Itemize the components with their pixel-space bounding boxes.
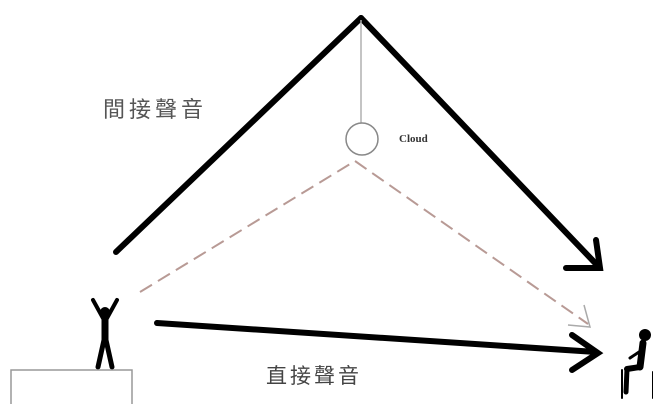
- direct-sound-arrow: [154, 320, 604, 373]
- direct-arrowhead: [569, 332, 604, 373]
- indirect-arrowhead: [563, 237, 604, 271]
- cloud-label: Cloud: [399, 133, 428, 145]
- cloud-reflection-path: [139, 160, 592, 328]
- listener-seated-icon: [621, 329, 653, 399]
- dashed-line-up: [139, 160, 356, 293]
- dashed-line-down: [354, 160, 589, 325]
- ceiling-left-line: [113, 15, 364, 255]
- ceiling-right-line: [358, 15, 601, 269]
- direct-line: [154, 320, 599, 355]
- ceiling-lines: [113, 15, 601, 269]
- direct-sound-label: 直接聲音: [266, 364, 362, 388]
- cloud-reflector-icon: [345, 122, 379, 156]
- dashed-arrowhead: [567, 304, 592, 328]
- stage-platform: [10, 369, 133, 404]
- speaker-person-icon: [91, 298, 119, 370]
- indirect-sound-label: 間接聲音: [103, 98, 208, 123]
